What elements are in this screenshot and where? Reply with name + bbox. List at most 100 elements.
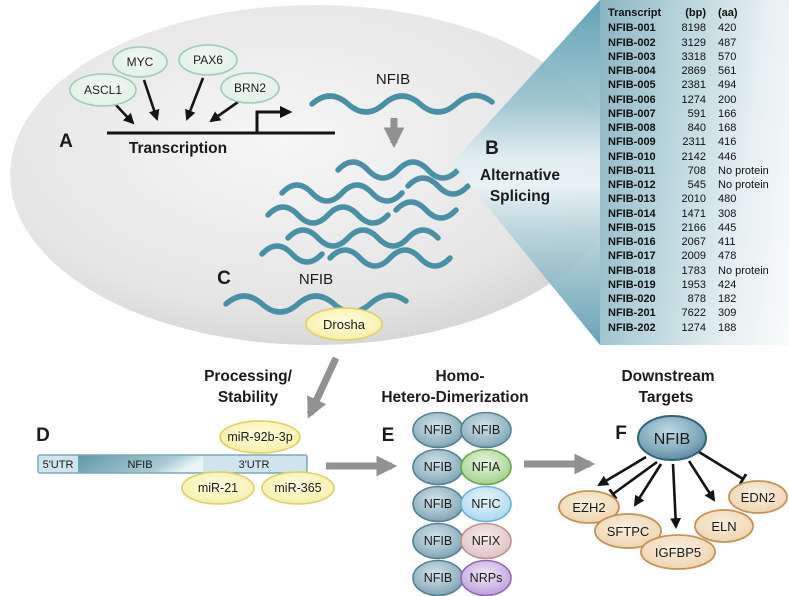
dimer-right-ellipse-nfia — [460, 448, 512, 486]
table-cell: 545 — [687, 179, 706, 191]
table-cell: 2009 — [681, 250, 706, 263]
table-cell: NFIB-002 — [608, 36, 656, 49]
rna-wave — [223, 292, 409, 315]
table-cell: NFIB-202 — [608, 321, 656, 334]
target-label-edn2: EDN2 — [741, 490, 776, 505]
table-cell: 561 — [718, 65, 737, 77]
tf-ellipse-ascl1 — [69, 73, 137, 107]
target-tbar-edn2 — [698, 450, 748, 485]
target-label-ezh2: EZH2 — [572, 500, 605, 515]
dimer-right-ellipse-nfib — [460, 411, 512, 449]
target-tbar-ezh2 — [608, 460, 658, 500]
rna-wave — [309, 92, 495, 115]
panel-b: B Alternative Splicing — [480, 138, 560, 205]
target-arrow-eln — [687, 460, 716, 502]
panel-d: Processing/ Stability D 5'UTR NFIB 3'UTR… — [36, 368, 335, 505]
table-cell: NFIB-003 — [608, 50, 656, 63]
tf-arrow — [209, 100, 239, 123]
table-cell: NFIB-007 — [608, 107, 656, 120]
table-cell: 494 — [718, 79, 737, 92]
table-cell: 200 — [718, 93, 737, 106]
table-cell: NFIB-201 — [608, 307, 656, 320]
tf-ellipse-pax6 — [178, 44, 238, 76]
table-cell: NFIB-015 — [608, 221, 656, 234]
table-cell: 2311 — [682, 136, 706, 149]
rna-wave — [393, 199, 459, 221]
tf-label-pax6: PAX6 — [193, 53, 223, 67]
target-arrow-ezh2 — [597, 455, 647, 487]
table-cell: NFIB-018 — [608, 264, 656, 277]
tf-ellipse-brn2 — [220, 72, 280, 104]
panel-f-caption-line1: Downstream — [621, 368, 714, 385]
dimer-label: NFIB — [424, 534, 452, 548]
tf-ellipse-myc — [112, 46, 168, 78]
table-cell: 168 — [718, 122, 737, 134]
table-cell: 424 — [718, 278, 737, 291]
mirna-label-21: miR-21 — [198, 481, 238, 495]
table-cell: 3318 — [681, 50, 706, 63]
mirna-ellipse-92b — [219, 420, 301, 454]
table-cell: 708 — [687, 164, 706, 177]
panel-c: C NFIB Drosha — [217, 268, 409, 341]
panel-b-letter: B — [485, 138, 499, 159]
utr5-label: 5'UTR — [43, 459, 74, 471]
panel-c-nfib-label: NFIB — [299, 271, 333, 288]
table-cell: NFIB-012 — [608, 179, 656, 191]
table-cell: 478 — [718, 250, 737, 263]
table-cell: 480 — [718, 193, 737, 206]
table-cell: 2010 — [681, 193, 706, 206]
tf-arrow — [185, 77, 205, 121]
mirna-label-365: miR-365 — [274, 481, 321, 495]
panel-e-caption-line2: Hetero-Dimerization — [381, 389, 528, 406]
target-ellipse-igfbp5 — [640, 534, 716, 570]
table-cell: 591 — [687, 107, 706, 120]
dimer-label: NFIB — [424, 497, 452, 511]
target-arrow-sftpc — [633, 463, 663, 507]
table-cell: NFIB-004 — [608, 65, 656, 77]
rna-wave — [259, 243, 325, 265]
dimer-label: NFIC — [471, 497, 500, 511]
panel-e-letter: E — [382, 425, 395, 446]
target-label-sftpc: SFTPC — [607, 524, 650, 539]
mrna-bar-utr3 — [203, 455, 307, 473]
nfib-hub-ellipse — [637, 415, 707, 461]
nfib-hub-label: NFIB — [654, 431, 690, 448]
dimer-label: NFIB — [424, 571, 452, 585]
table-header-bp: (bp) — [685, 7, 706, 19]
panel-a-caption: Transcription — [129, 140, 227, 157]
panel-f-caption-line2: Targets — [639, 389, 694, 406]
drosha-label: Drosha — [323, 317, 366, 332]
table-cell: NFIB-020 — [608, 293, 656, 305]
table-cell: 411 — [718, 236, 736, 248]
table-cell: 840 — [687, 122, 706, 134]
tf-label-brn2: BRN2 — [234, 81, 266, 95]
table-cell: 1471 — [681, 207, 706, 220]
table-cell: NFIB-013 — [608, 193, 656, 206]
target-label-eln: ELN — [711, 519, 736, 534]
tf-arrow — [142, 79, 160, 121]
table-row: NFIB-005 2381 494 — [608, 78, 789, 92]
table-cell: NFIB-010 — [608, 150, 656, 163]
table-cell: NFIB-005 — [608, 79, 656, 92]
mirna-ellipse-365 — [261, 471, 335, 505]
panel-c-letter: C — [217, 268, 231, 289]
dimer-label: NFIB — [424, 460, 452, 474]
table-cell: No protein — [718, 264, 769, 277]
table-cell: 570 — [718, 50, 737, 63]
mirna-label-92b: miR-92b-3p — [227, 430, 292, 444]
panel-f: Downstream Targets F NFIB EZH2 SFTPC IGF… — [558, 368, 788, 570]
dimer-label: NFIX — [472, 534, 501, 548]
table-cell: 2381 — [681, 79, 706, 92]
table-cell: 1274 — [681, 93, 706, 106]
transcript-table-header: Transcript (bp) (aa) — [608, 6, 789, 20]
panel-b-caption-line1: Alternative — [480, 167, 560, 184]
